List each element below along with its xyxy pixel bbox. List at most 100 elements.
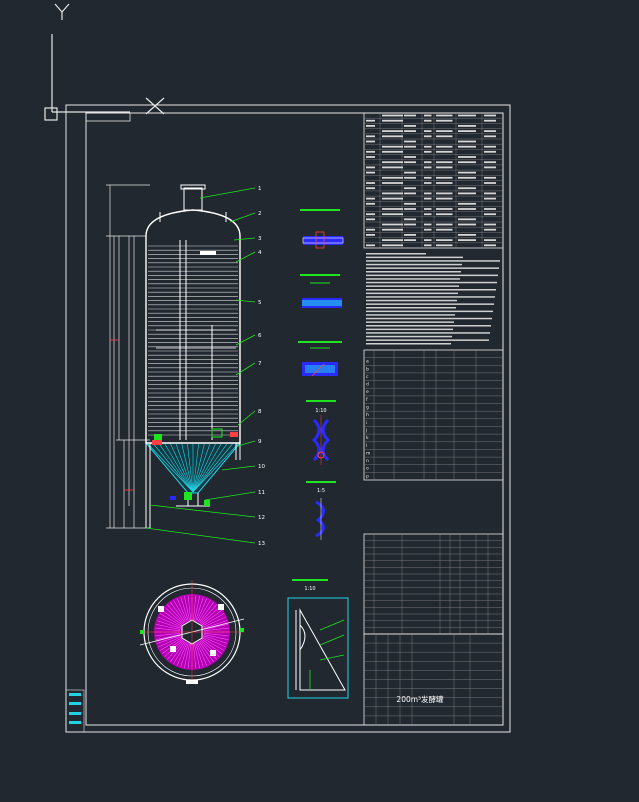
spec-cell-text (436, 130, 453, 132)
spec-cell-text (366, 187, 375, 190)
item-number: 6 (258, 333, 262, 339)
item-number: 1 (258, 186, 262, 192)
cone-hatch-line (153, 443, 194, 493)
item-number: 9 (258, 439, 262, 445)
spec-cell-text (484, 192, 496, 195)
spec-cell-text (404, 218, 416, 221)
item-number: 10 (258, 464, 265, 470)
detail-5-scale: 1:5 (317, 488, 325, 494)
nozzle-letter: n (366, 459, 369, 464)
spec-cell-text (436, 208, 453, 210)
leader-line (145, 527, 256, 544)
spec-cell-text (382, 192, 403, 195)
spec-cell-text (404, 161, 416, 164)
plan-ray (201, 638, 223, 654)
spec-cell-text (424, 161, 432, 164)
plan-ray (155, 627, 181, 631)
plan-ray (155, 633, 181, 637)
spec-cell-text (382, 182, 403, 184)
technical-requirements-notes (366, 253, 500, 345)
leader-line (221, 465, 256, 471)
nozzle-letter: p (366, 474, 369, 479)
note-line (366, 335, 452, 338)
spec-cell-text (484, 244, 496, 247)
item-number: 11 (258, 490, 265, 496)
cone-hatch-line (192, 443, 216, 493)
plan-ray (180, 596, 189, 621)
plan-ray (203, 627, 229, 631)
spec-cell-text (366, 119, 375, 122)
cone-hatch-line (192, 443, 239, 493)
spec-cell-text (424, 223, 432, 226)
spec-cell-text (424, 145, 432, 148)
plan-ray (196, 642, 208, 666)
spec-cell-text (366, 244, 375, 247)
plan-ray (164, 606, 184, 625)
note-line (366, 256, 463, 259)
plan-ray (161, 610, 183, 626)
plan-ray (203, 620, 228, 629)
spec-cell-text (404, 145, 416, 148)
spec-cell-text (404, 239, 416, 241)
title-block-grid (364, 634, 503, 725)
spec-cell-text (404, 187, 416, 190)
spec-cell-text (458, 176, 476, 179)
spec-cell-text (484, 223, 496, 226)
spec-cell-text (436, 192, 453, 195)
spec-cell-text (382, 239, 403, 241)
spec-cell-text (458, 171, 476, 174)
leader-line (235, 334, 256, 346)
detail-views[interactable]: 1:10 1:5 (298, 209, 344, 540)
plan-ray (194, 643, 200, 669)
item-number: 7 (258, 361, 262, 367)
nozzle-letter: c (366, 375, 369, 380)
vessel-shell (145, 209, 241, 444)
note-line (366, 263, 462, 266)
drawing-title: 200m³发酵罐 (396, 694, 444, 704)
top-manway (159, 184, 227, 222)
spec-cell-text (436, 114, 453, 117)
spec-cell-text (366, 171, 375, 174)
plan-ray (203, 624, 229, 630)
vessel-plan-view[interactable] (139, 580, 245, 684)
plan-ray (155, 634, 181, 640)
spec-cell-text (458, 239, 476, 241)
spec-cell-text (382, 208, 403, 210)
spec-cell-text (404, 208, 416, 210)
nozzle-letter: i (366, 420, 367, 426)
plan-ray (195, 643, 204, 668)
plan-ray (195, 596, 204, 621)
plan-ray (197, 599, 211, 622)
plan-ray (198, 601, 214, 623)
plan-ray (180, 643, 189, 668)
spec-cell-text (404, 125, 416, 127)
nozzle-letter: k (366, 435, 369, 441)
plan-ray (170, 601, 186, 623)
technical-spec-text (366, 114, 496, 247)
spec-cell-text (424, 150, 432, 153)
spec-cell-text (382, 114, 403, 117)
nozzle-letter: h (366, 412, 369, 418)
spec-cell-text (366, 150, 375, 153)
spec-cell-text (458, 125, 476, 127)
spec-cell-text (382, 197, 403, 200)
note-line (366, 274, 498, 277)
support-detail-scale: 1:10 (304, 586, 315, 592)
spec-cell-text (366, 135, 375, 138)
spec-cell-text (436, 161, 453, 164)
spec-cell-text (404, 202, 416, 205)
spec-cell-text (424, 213, 432, 216)
spec-cell-text (436, 145, 453, 148)
spec-cell-text (424, 176, 432, 179)
plan-ray (197, 642, 211, 665)
spec-cell-text (484, 119, 496, 122)
spec-cell-text (436, 176, 453, 179)
note-line (366, 303, 494, 305)
spec-cell-text (424, 166, 432, 169)
spec-cell-text (382, 166, 403, 169)
detail-1 (300, 209, 344, 249)
